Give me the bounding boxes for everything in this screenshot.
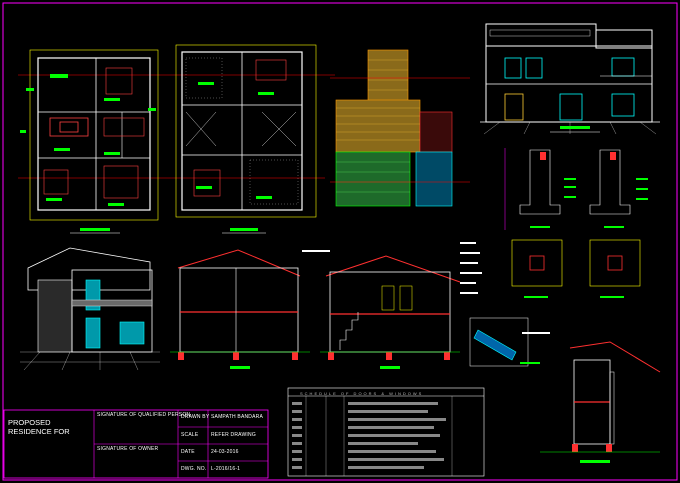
front-elevation <box>480 23 660 135</box>
roof-detail <box>469 317 550 367</box>
upper-floor-plan <box>175 44 317 234</box>
roof-plan <box>330 49 470 207</box>
project-title: PROPOSED RESIDENCE FOR <box>8 418 70 436</box>
foundation-details <box>504 148 648 298</box>
section-b <box>302 242 482 369</box>
schedule-title: SCHEDULE OF DOORS & WINDOWS <box>300 391 424 396</box>
signature-owner-label: SIGNATURE OF OWNER <box>97 446 159 452</box>
ground-floor-plan <box>18 49 335 234</box>
date-value: 24-03-2016 <box>211 449 239 455</box>
section-a <box>170 249 310 369</box>
scale-label: SCALE <box>181 432 199 438</box>
drawn-by-label: DRAWN BY <box>181 414 210 420</box>
dwg-no-value: L-2016/16-1 <box>211 466 241 472</box>
side-section <box>540 341 661 463</box>
dwg-no-label: DWG. NO. <box>181 466 207 472</box>
scale-value: REFER DRAWING <box>211 432 256 438</box>
date-label: DATE <box>181 449 195 455</box>
drawn-by-value: SAMPATH BANDARA <box>211 414 263 420</box>
schedule-table <box>287 387 485 477</box>
title-block <box>3 409 269 479</box>
signature-qualified-label: SIGNATURE OF QUALIFIED PERSON <box>97 412 191 418</box>
perspective-view <box>20 247 160 371</box>
